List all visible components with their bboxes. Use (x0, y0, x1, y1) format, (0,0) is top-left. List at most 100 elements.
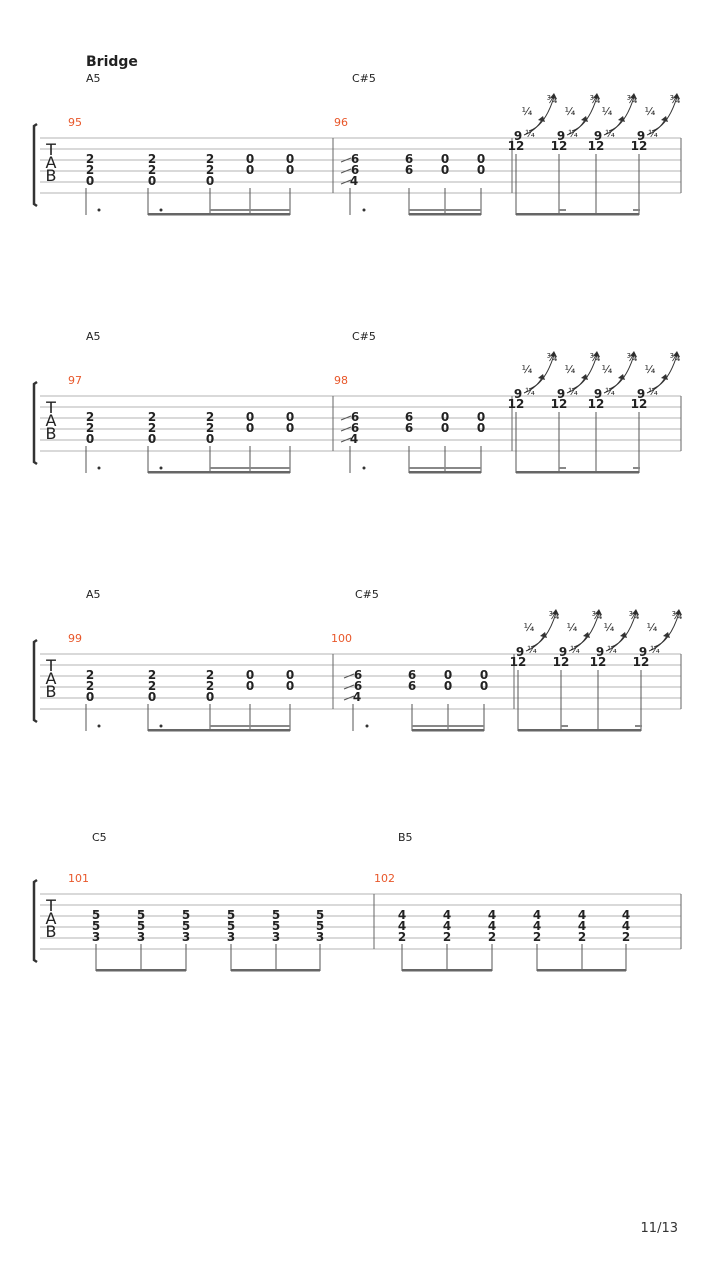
tab-clef-letter: T (45, 140, 56, 159)
beam (633, 209, 640, 211)
system-bracket (32, 638, 38, 724)
bend-amount: ¾ (590, 93, 601, 106)
fret-number: 5 (316, 908, 324, 922)
section-title: Bridge (86, 54, 138, 70)
fret-number: 9 (516, 645, 524, 659)
bend-arrowhead (675, 609, 682, 615)
beam (402, 969, 492, 972)
fret-number: 6 (351, 421, 359, 435)
fret-number: 4 (350, 432, 358, 446)
fret-number: 0 (441, 410, 449, 424)
dot (97, 208, 101, 212)
fret-number: 2 (443, 930, 451, 944)
fret-number: 0 (441, 421, 449, 435)
fret-number: 12 (551, 397, 568, 411)
fret-number: 0 (444, 668, 452, 682)
fret-number: 9 (596, 645, 604, 659)
bend-arrowhead (632, 609, 639, 615)
bend-arrow (608, 96, 635, 132)
bend-amount: ¼ (568, 128, 578, 140)
fret-number: 4 (622, 919, 630, 933)
fret-number: 2 (533, 930, 541, 944)
fret-number: 3 (92, 930, 100, 944)
fret-number: 2 (578, 930, 586, 944)
bend-amount: ¼ (602, 363, 613, 376)
fret-number: 0 (206, 432, 214, 446)
fret-number: 12 (588, 397, 605, 411)
bend-amount: ¾ (590, 351, 601, 364)
fret-number: 0 (246, 421, 254, 435)
fret-number: 0 (246, 410, 254, 424)
fret-number: 9 (639, 645, 647, 659)
fret-number: 0 (441, 163, 449, 177)
tab-clef-letter: B (46, 166, 57, 185)
bend-amount: ¼ (648, 386, 658, 398)
fret-number: 4 (443, 908, 451, 922)
bend-amount: ¼ (525, 386, 535, 398)
fret-number: 5 (182, 919, 190, 933)
beam (148, 471, 290, 474)
fret-number: 0 (286, 668, 294, 682)
system-bracket (32, 122, 38, 208)
dot (159, 208, 163, 212)
bend-amount: ¼ (522, 363, 533, 376)
page-number: 11/13 (640, 1221, 678, 1236)
fret-number: 2 (148, 410, 156, 424)
beam (633, 467, 640, 469)
beam (412, 725, 484, 727)
bend-amount: ¼ (645, 105, 656, 118)
measure-number: 98 (334, 374, 348, 387)
fret-number: 0 (246, 163, 254, 177)
bend-amount: ¼ (602, 105, 613, 118)
fret-number: 12 (631, 397, 648, 411)
fret-number: 9 (637, 387, 645, 401)
fret-number: 2 (206, 668, 214, 682)
bend-arrow (571, 96, 598, 132)
slide-mark (343, 673, 355, 679)
beam (231, 969, 320, 972)
bend-amount: ¼ (525, 128, 535, 140)
fret-number: 5 (272, 908, 280, 922)
bend-amount: ¾ (670, 351, 681, 364)
fret-number: 3 (227, 930, 235, 944)
fret-number: 4 (353, 690, 361, 704)
bend-amount: ¼ (648, 128, 658, 140)
fret-number: 9 (557, 387, 565, 401)
fret-number: 0 (480, 679, 488, 693)
fret-number: 4 (578, 908, 586, 922)
fret-number: 12 (508, 397, 525, 411)
fret-number: 4 (443, 919, 451, 933)
slide-mark (340, 179, 352, 185)
bend-amount: ¾ (627, 351, 638, 364)
fret-number: 0 (86, 690, 94, 704)
bend-amount: ¼ (605, 128, 615, 140)
beam (516, 471, 639, 474)
fret-number: 5 (227, 908, 235, 922)
fret-number: 6 (354, 679, 362, 693)
bend-arrowhead (630, 351, 637, 357)
bend-amount: ¾ (592, 609, 603, 622)
fret-number: 2 (148, 421, 156, 435)
chord-name: C#5 (352, 72, 376, 85)
bend-amount: ¼ (522, 105, 533, 118)
bend-arrow (608, 354, 635, 390)
bend-arrow (651, 96, 678, 132)
fret-number: 9 (594, 129, 602, 143)
beam (412, 729, 484, 732)
bend-amount: ¼ (567, 621, 578, 634)
fret-number: 12 (508, 139, 525, 153)
bend-arrowhead (673, 93, 680, 99)
fret-number: 6 (405, 163, 413, 177)
fret-number: 0 (206, 690, 214, 704)
fret-number: 9 (514, 129, 522, 143)
fret-number: 2 (206, 410, 214, 424)
measure-number: 100 (331, 632, 352, 645)
fret-number: 4 (578, 919, 586, 933)
bend-amount: ¼ (605, 386, 615, 398)
fret-number: 5 (182, 908, 190, 922)
fret-number: 0 (246, 152, 254, 166)
fret-number: 0 (286, 421, 294, 435)
dot (159, 466, 163, 470)
fret-number: 2 (148, 679, 156, 693)
tab-clef-letter: A (46, 411, 57, 430)
